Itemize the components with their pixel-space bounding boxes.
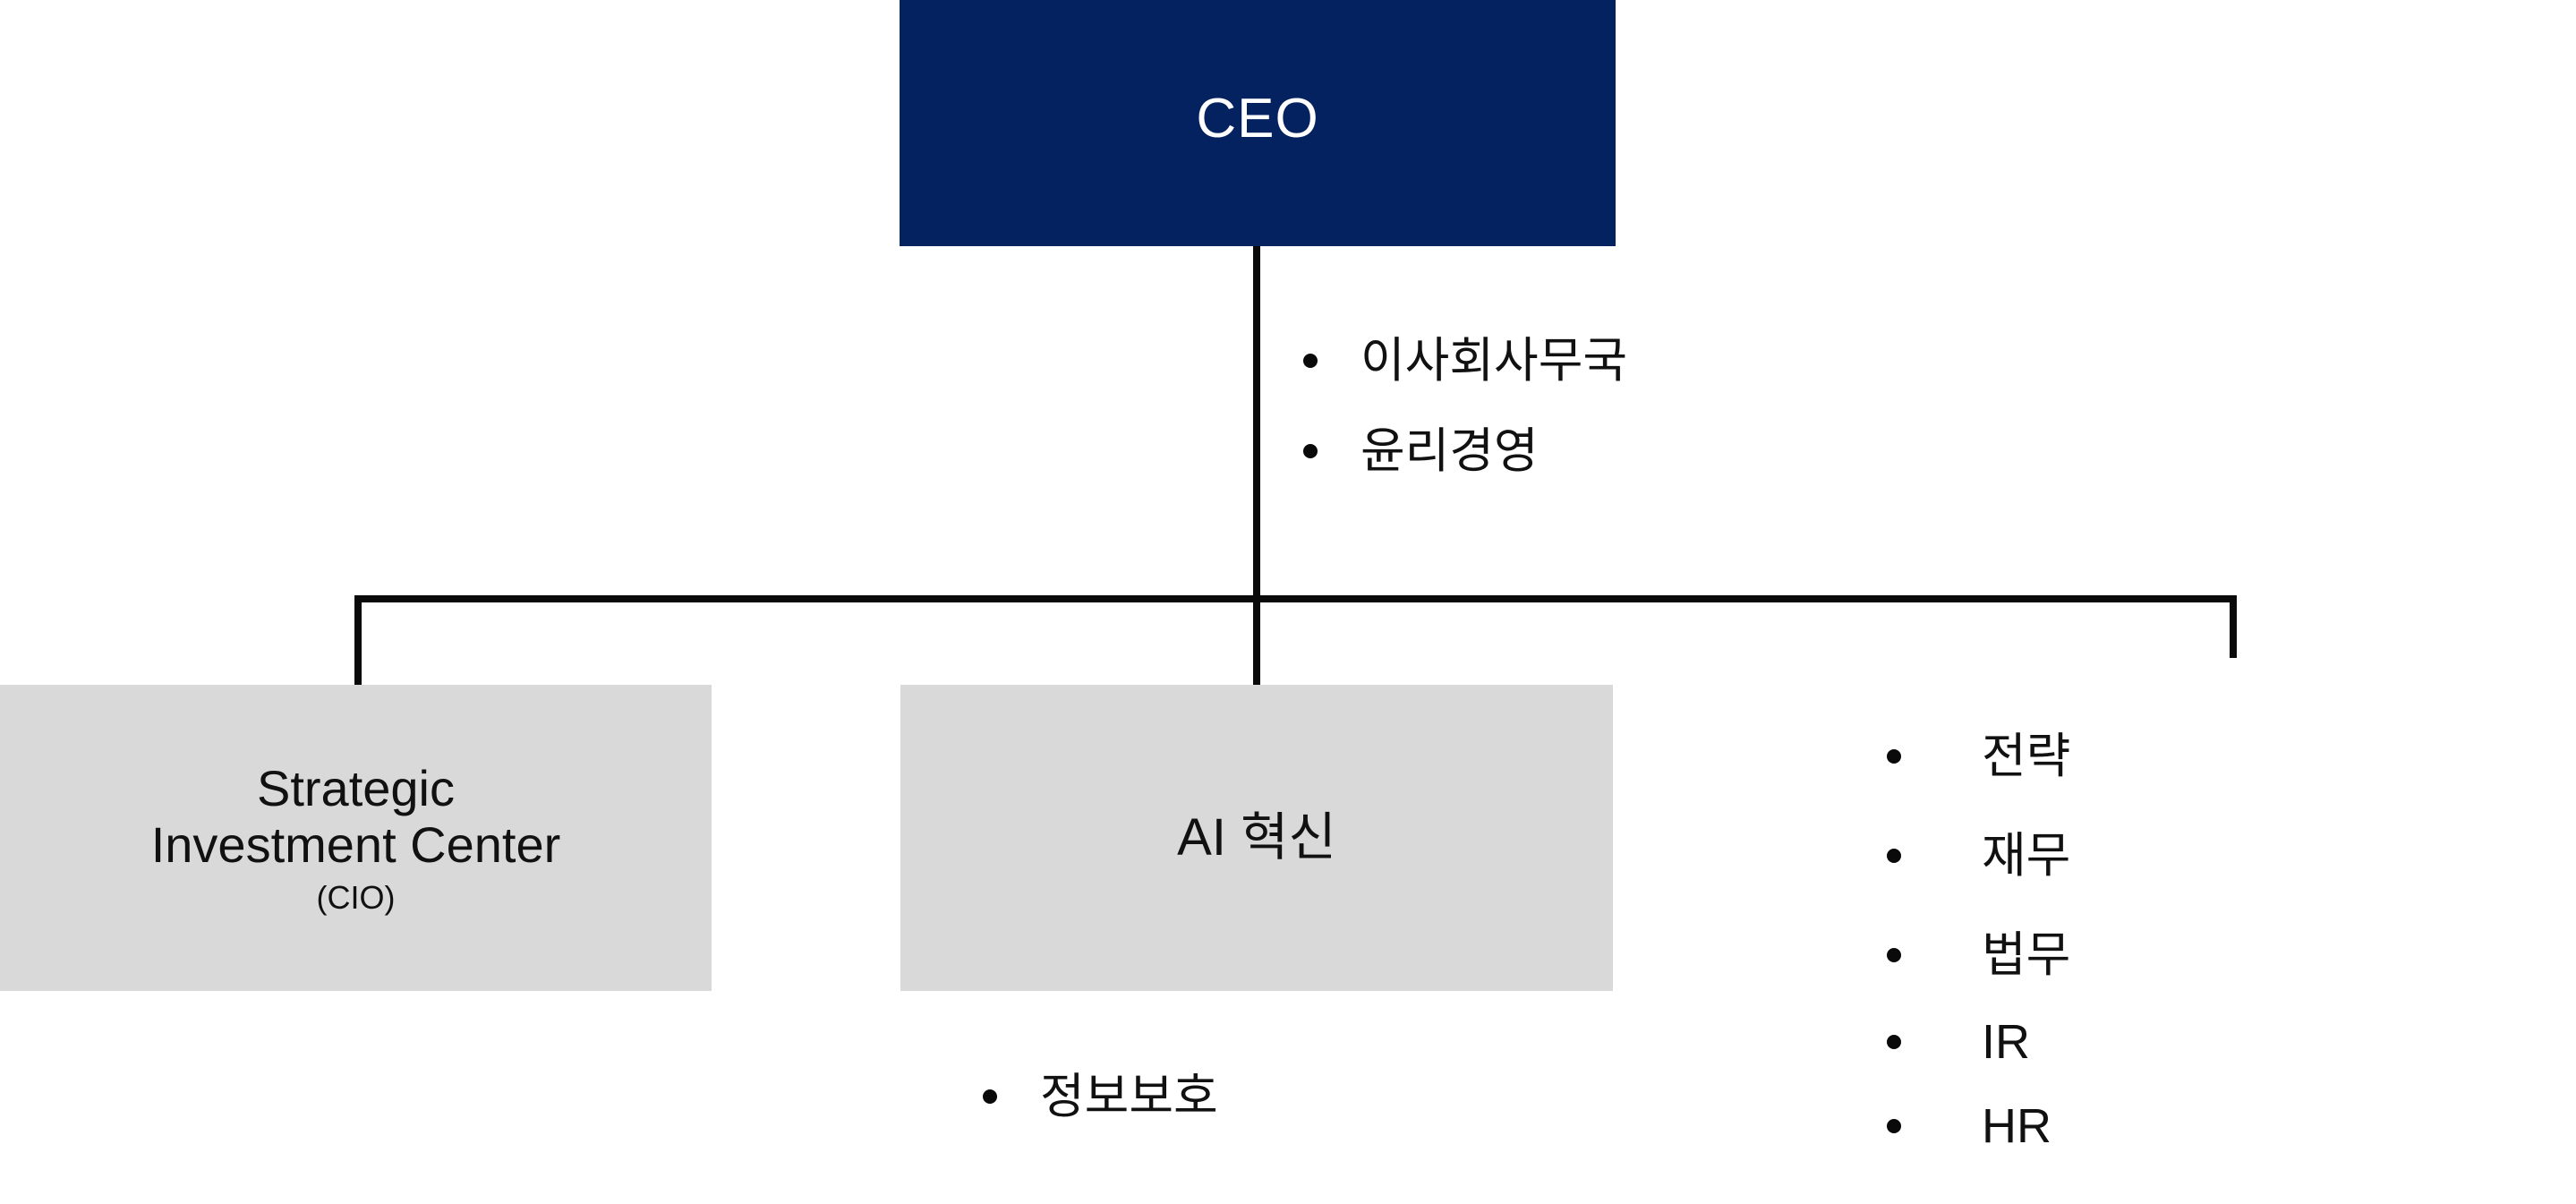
department-label-4: IR: [1982, 1015, 2030, 1069]
department-list: 전략 재무 법무 IR HR: [1887, 716, 2070, 1183]
department-label-5: HR: [1982, 1099, 2051, 1153]
bullet-icon: [983, 1089, 997, 1104]
department-label-3: 법무: [1982, 928, 2071, 982]
list-item[interactable]: HR: [1887, 1098, 2070, 1154]
node-ceo-title: CEO: [1196, 88, 1319, 150]
node-ai-innovation-title: AI 혁신: [1177, 807, 1336, 867]
node-ceo[interactable]: CEO: [900, 0, 1616, 246]
ai-innovation-children-list: 정보보호: [983, 1056, 1218, 1127]
connector-horizontal-bus: [354, 595, 2237, 602]
bullet-icon: [1887, 849, 1901, 863]
ai-innovation-child-label-1: 정보보호: [1040, 1070, 1218, 1123]
node-strategic-investment-center-subtitle: (CIO): [316, 879, 396, 917]
list-item[interactable]: 이사회사무국: [1303, 320, 1627, 391]
list-item[interactable]: 윤리경영: [1303, 411, 1627, 482]
list-item[interactable]: 정보보호: [983, 1056, 1218, 1127]
bullet-icon: [1303, 354, 1318, 368]
bullet-icon: [1887, 749, 1901, 764]
bullet-icon: [1887, 1119, 1901, 1133]
bullet-icon: [1887, 948, 1901, 962]
department-label-2: 재무: [1982, 829, 2071, 883]
connector-bus-to-strategic-investment-center: [354, 595, 362, 687]
list-item[interactable]: 전략: [1887, 716, 2070, 787]
ceo-report-label-2: 윤리경영: [1361, 424, 1539, 478]
list-item[interactable]: 법무: [1887, 915, 2070, 986]
bullet-icon: [1887, 1035, 1901, 1049]
node-strategic-investment-center-title-line2: Investment Center: [150, 816, 561, 874]
department-label-1: 전략: [1982, 730, 2071, 783]
ceo-direct-reports-list: 이사회사무국 윤리경영: [1303, 320, 1627, 501]
connector-bus-to-department-list: [2230, 595, 2237, 658]
connector-ceo-to-ai: [1253, 246, 1260, 687]
list-item[interactable]: 재무: [1887, 815, 2070, 886]
node-ai-innovation[interactable]: AI 혁신: [900, 685, 1613, 991]
bullet-icon: [1303, 444, 1318, 458]
list-item[interactable]: IR: [1887, 1014, 2070, 1070]
node-strategic-investment-center[interactable]: Strategic Investment Center (CIO): [0, 685, 712, 991]
ceo-report-label-1: 이사회사무국: [1361, 334, 1628, 388]
node-strategic-investment-center-title-line1: Strategic: [257, 759, 455, 816]
